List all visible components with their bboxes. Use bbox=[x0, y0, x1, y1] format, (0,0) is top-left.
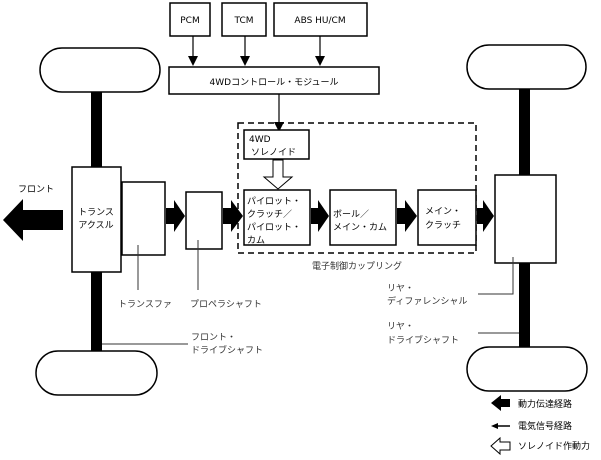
ball-cam-box bbox=[329, 189, 397, 246]
legend-solenoid-label: ソレノイド作動力 bbox=[518, 440, 590, 452]
pcm-box bbox=[169, 2, 211, 37]
main-clutch-box bbox=[417, 189, 477, 246]
rear-diff-label-line1: リヤ・ bbox=[387, 284, 414, 294]
main-clutch-label-line1: メイン・ bbox=[425, 207, 461, 217]
pilot-label-line4: カム bbox=[247, 235, 265, 246]
power-arrow-main-diff bbox=[477, 200, 494, 232]
front-drive-shaft-label-line1: フロント・ bbox=[191, 333, 236, 343]
legend-power-icon bbox=[491, 395, 510, 411]
coupling-label: 電子制御カップリング bbox=[312, 260, 402, 272]
legend-signal-icon bbox=[491, 423, 498, 429]
signal-arrowhead-tcm bbox=[240, 56, 250, 66]
front-left-tire bbox=[39, 47, 161, 93]
transfer-box bbox=[121, 181, 166, 256]
tcm-label: TCM bbox=[233, 16, 253, 26]
transaxle-label-line2: アクスル bbox=[78, 220, 113, 231]
control-module-box bbox=[168, 66, 380, 95]
signal-arrowhead-solenoid bbox=[274, 122, 284, 132]
pilot-label-line3: パイロット・ bbox=[247, 222, 301, 233]
transaxle-label-line1: トランス bbox=[78, 207, 114, 218]
rear-drive-shaft-label-line2: ドライブシャフト bbox=[387, 334, 459, 346]
tcm-box bbox=[221, 2, 267, 37]
signal-arrowhead-abs bbox=[315, 56, 325, 66]
signal-arrowhead-pcm bbox=[188, 56, 198, 66]
pcm-label: PCM bbox=[180, 16, 199, 26]
main-clutch-label-line2: クラッチ bbox=[425, 220, 461, 231]
power-arrow-pilot-ballcam bbox=[311, 200, 329, 232]
legend-solenoid-icon bbox=[490, 436, 511, 456]
solenoid-box bbox=[243, 129, 310, 160]
ball-cam-label-line2: メイン・カム bbox=[333, 222, 387, 233]
ball-cam-label-line1: ボール／ bbox=[333, 209, 369, 220]
rear-left-tire bbox=[466, 44, 587, 90]
transaxle-box bbox=[71, 166, 122, 273]
power-arrow-prop-pilot bbox=[223, 200, 243, 232]
rear-differential-box bbox=[494, 174, 557, 264]
front-power-arrow bbox=[3, 199, 63, 241]
rear-right-tire bbox=[466, 346, 588, 392]
legend-power-label: 動力伝達経路 bbox=[518, 398, 572, 410]
rear-drive-shaft-label-line1: リヤ・ bbox=[387, 322, 414, 332]
power-arrow-transfer-prop bbox=[166, 200, 185, 232]
abs-label: ABS HU/CM bbox=[294, 16, 345, 26]
rear-diff-leader bbox=[478, 257, 514, 295]
front-right-tire bbox=[35, 350, 158, 396]
front-drive-shaft-label-line2: ドライブシャフト bbox=[191, 344, 263, 356]
legend-signal-label: 電気信号経路 bbox=[518, 420, 572, 432]
legend: 動力伝達経路 電気信号経路 ソレノイド作動力 bbox=[490, 395, 590, 456]
control-module-label: 4WDコントロール・モジュール bbox=[210, 78, 339, 88]
front-label: フロント bbox=[18, 185, 54, 195]
pilot-label-line2: クラッチ／ bbox=[247, 209, 292, 220]
coupling-boundary bbox=[237, 122, 477, 254]
power-arrow-ballcam-main bbox=[397, 200, 417, 232]
pilot-label-line1: パイロット・ bbox=[247, 196, 301, 207]
solenoid-label-line1: 4WD bbox=[249, 135, 271, 145]
solenoid-label-line2: ソレノイド bbox=[251, 148, 296, 158]
transfer-label: トランスファ bbox=[118, 299, 172, 310]
propeller-label: プロペラシャフト bbox=[190, 299, 262, 310]
rear-diff-label-line2: ディファレンシャル bbox=[387, 295, 467, 307]
solenoid-force-arrow bbox=[262, 159, 294, 190]
pilot-clutch-box bbox=[243, 189, 311, 246]
propeller-shaft-box bbox=[185, 191, 223, 250]
